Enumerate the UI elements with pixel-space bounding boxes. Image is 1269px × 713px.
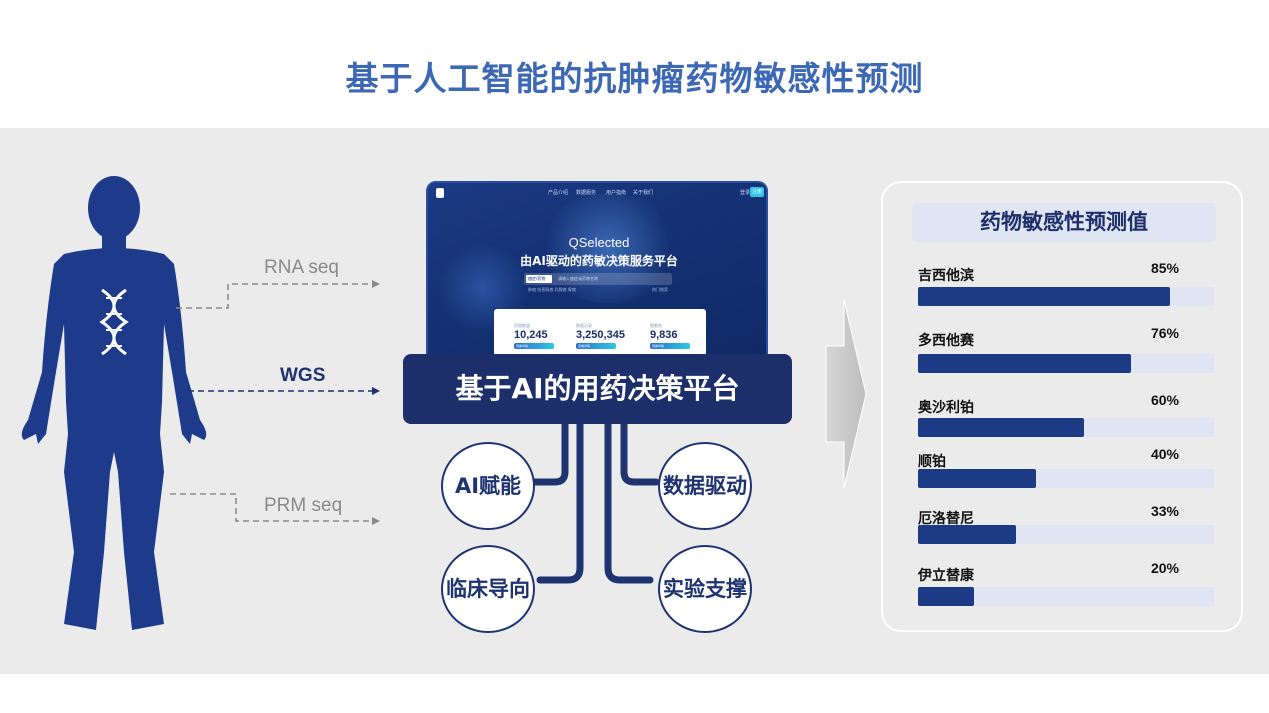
nav-item: 产品介绍 — [548, 190, 569, 196]
search-tags: 肺癌 结直肠癌 乳腺癌 胃癌 — [528, 287, 576, 292]
login-link: 登录 — [740, 190, 751, 196]
drug-name: 奥沙利铂 — [918, 400, 974, 416]
drug-name: 吉西他滨 — [918, 268, 974, 284]
input-connectors — [170, 280, 380, 525]
drug-name: 多西他赛 — [918, 333, 974, 349]
drug-bar-track — [918, 469, 1214, 488]
screenshot-nav: 产品介绍 数据服务 用户指南 关于我们 登录 注册 — [428, 183, 766, 203]
pillar-connectors — [530, 420, 660, 584]
platform-screenshot: 产品介绍 数据服务 用户指南 关于我们 登录 注册 QSelected 由AI驱… — [426, 181, 768, 363]
drug-percent: 85% — [1150, 260, 1179, 276]
hot-search: 热门搜索 — [652, 287, 668, 292]
dna-icon — [99, 288, 129, 356]
stat-value: 3,250,345 — [576, 329, 625, 341]
human-body-icon — [21, 176, 207, 630]
drug-bar-fill — [918, 354, 1131, 373]
stats-panel: 药物数量 10,245 查看详情 数据记录 3,250,345 查看详情 细胞系… — [494, 309, 706, 361]
platform-title: 基于AI的用药决策平台 — [403, 354, 792, 424]
prediction-title: 药物敏感性预测值 — [912, 203, 1216, 242]
rna-seq-label: RNA seq — [264, 257, 339, 278]
pillar-experiment: 实验支撑 — [658, 545, 752, 633]
drug-bar-fill — [918, 418, 1084, 437]
search-placeholder: 请输入癌症或药物名称 — [558, 276, 598, 281]
screenshot-subtitle: 由AI驱动的药敏决策服务平台 — [520, 254, 678, 268]
stat-value: 9,836 — [650, 329, 678, 341]
drug-percent: 60% — [1150, 392, 1179, 408]
stat-value: 10,245 — [514, 329, 548, 341]
drug-bar-fill — [918, 587, 974, 606]
drug-name: 伊立替康 — [918, 568, 974, 584]
page-title: 基于人工智能的抗肿瘤药物敏感性预测 — [345, 59, 924, 98]
search-select: 癌症/药物 — [526, 275, 552, 283]
pillar-data: 数据驱动 — [658, 442, 752, 530]
drug-bar-track — [918, 587, 1214, 606]
screenshot-brand: QSelected — [568, 235, 630, 250]
stat-item: 药物数量 10,245 查看详情 — [514, 323, 554, 349]
nav-item: 用户指南 — [606, 190, 627, 196]
drug-bar-track — [918, 418, 1214, 437]
arrow-right-icon — [825, 299, 867, 489]
drug-name: 厄洛替尼 — [918, 511, 974, 527]
pillar-ai: AI赋能 — [441, 442, 535, 530]
screenshot-search: 癌症/药物 请输入癌症或药物名称 — [524, 273, 672, 285]
drug-percent: 20% — [1150, 560, 1179, 576]
drug-percent: 76% — [1150, 325, 1179, 341]
drug-bar-track — [918, 525, 1214, 544]
pillar-clinical: 临床导向 — [441, 545, 535, 633]
drug-name: 顺铂 — [918, 454, 946, 470]
stat-item: 细胞系 9,836 查看详情 — [650, 323, 690, 349]
prediction-card: 药物敏感性预测值 吉西他滨 85% 多西他赛 76% 奥沙利铂 60% 顺铂 40% 厄洛替尼 3… — [881, 181, 1243, 632]
stat-item: 数据记录 3,250,345 查看详情 — [576, 323, 625, 349]
drug-percent: 33% — [1150, 503, 1179, 519]
nav-item: 数据服务 — [576, 190, 597, 196]
drug-bar-fill — [918, 525, 1016, 544]
drug-bar-track — [918, 354, 1214, 373]
nav-item: 关于我们 — [633, 190, 654, 196]
drug-bar-fill — [918, 287, 1170, 306]
register-button: 注册 — [750, 187, 764, 197]
drug-percent: 40% — [1150, 446, 1179, 462]
prm-seq-label: PRM seq — [264, 495, 343, 516]
drug-bar-fill — [918, 469, 1036, 488]
logo-icon — [436, 188, 444, 198]
drug-bar-track — [918, 287, 1214, 306]
wgs-label: WGS — [280, 365, 326, 386]
